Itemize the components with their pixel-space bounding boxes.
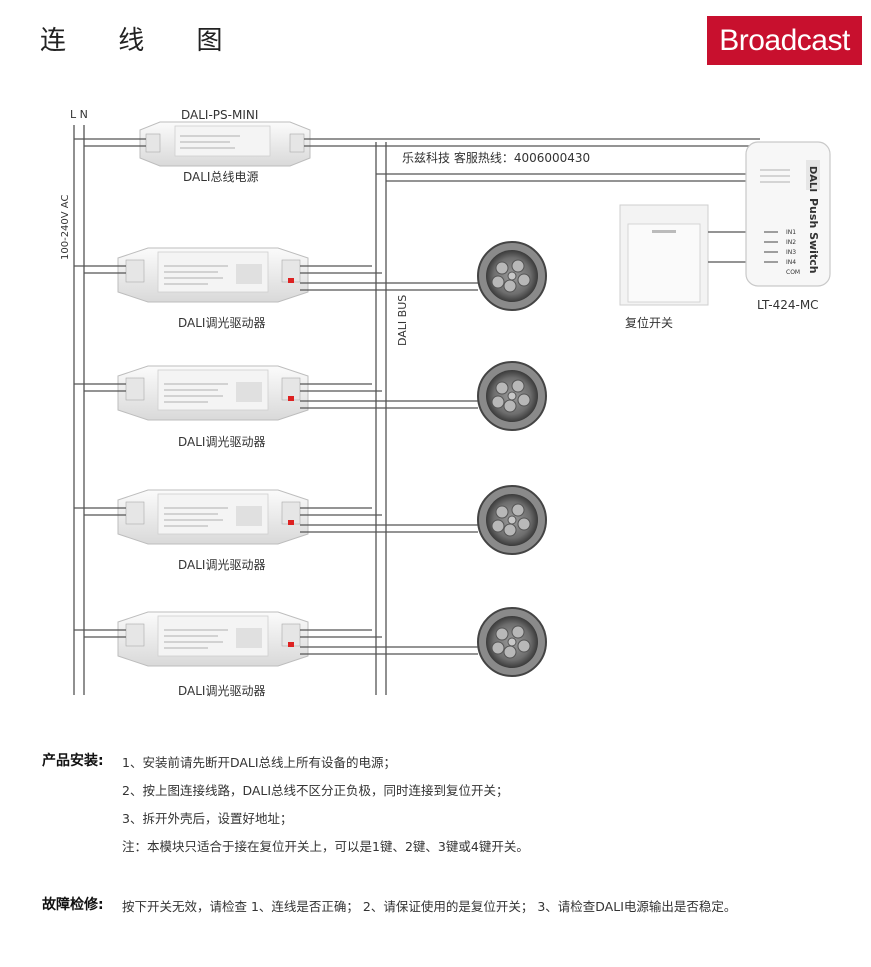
power-supply-device: [139, 121, 311, 167]
driver-row-2: DALI调光驱动器: [74, 361, 547, 449]
module-port-in3: IN3: [786, 249, 796, 256]
install-line-1: 1、安装前请先断开DALI总线上所有设备的电源；: [122, 755, 397, 770]
install-line-2: 2、按上图连接线路，DALI总线不区分正负极，同时连接到复位开关；: [122, 783, 509, 798]
module-port-com: COM: [786, 269, 800, 276]
ln-label: L N: [70, 108, 88, 121]
driver-device-4: [117, 611, 309, 667]
install-note: 注：本模块只适合于接在复位开关上，可以是1键、2键、3键或4键开关。: [122, 839, 529, 854]
install-heading: 产品安装:: [42, 753, 104, 769]
lamp-2: [477, 361, 547, 431]
power-supply-name: DALI-PS-MINI: [181, 108, 258, 122]
driver-caption-2: DALI调光驱动器: [178, 435, 265, 449]
troubleshoot-heading: 故障检修:: [42, 897, 104, 913]
driver-device-2: [117, 365, 309, 421]
driver-caption-1: DALI调光驱动器: [178, 316, 265, 330]
power-supply-caption: DALI总线电源: [183, 170, 258, 184]
hotline-text: 乐兹科技 客服热线：4006000430: [402, 150, 590, 165]
reset-switch: [619, 204, 709, 306]
driver-caption-4: DALI调光驱动器: [178, 684, 265, 698]
driver-row-1: DALI调光驱动器: [74, 241, 547, 330]
module-name: LT-424-MC: [757, 298, 819, 312]
driver-row-4: DALI调光驱动器: [74, 607, 547, 698]
driver-device-1: [117, 247, 309, 303]
driver-row-3: DALI调光驱动器: [74, 485, 547, 572]
lamp-3: [477, 485, 547, 555]
module-brand: DALI: [807, 166, 818, 192]
module-port-in1: IN1: [786, 229, 796, 236]
driver-caption-3: DALI调光驱动器: [178, 558, 265, 572]
troubleshoot-text: 按下开关无效，请检查 1、连线是否正确； 2、请保证使用的是复位开关； 3、请检…: [122, 899, 737, 914]
page-title: 连 线 图: [40, 26, 245, 56]
module-port-in2: IN2: [786, 239, 796, 246]
install-line-3: 3、拆开外壳后，设置好地址；: [122, 811, 293, 826]
wiring-diagram: L N 100-240V AC DALI BUS DALI-PS-MINI DA…: [60, 108, 831, 698]
driver-device-3: [117, 489, 309, 545]
push-switch-module: [745, 141, 831, 287]
switch-caption: 复位开关: [625, 315, 673, 330]
module-port-in4: IN4: [786, 259, 796, 266]
module-title: Push Switch: [807, 198, 820, 274]
bus-label: DALI BUS: [396, 295, 409, 346]
voltage-label: 100-240V AC: [60, 195, 71, 260]
lamp-1: [477, 241, 547, 311]
lamp-4: [477, 607, 547, 677]
broadcast-badge: Broadcast: [707, 16, 862, 65]
